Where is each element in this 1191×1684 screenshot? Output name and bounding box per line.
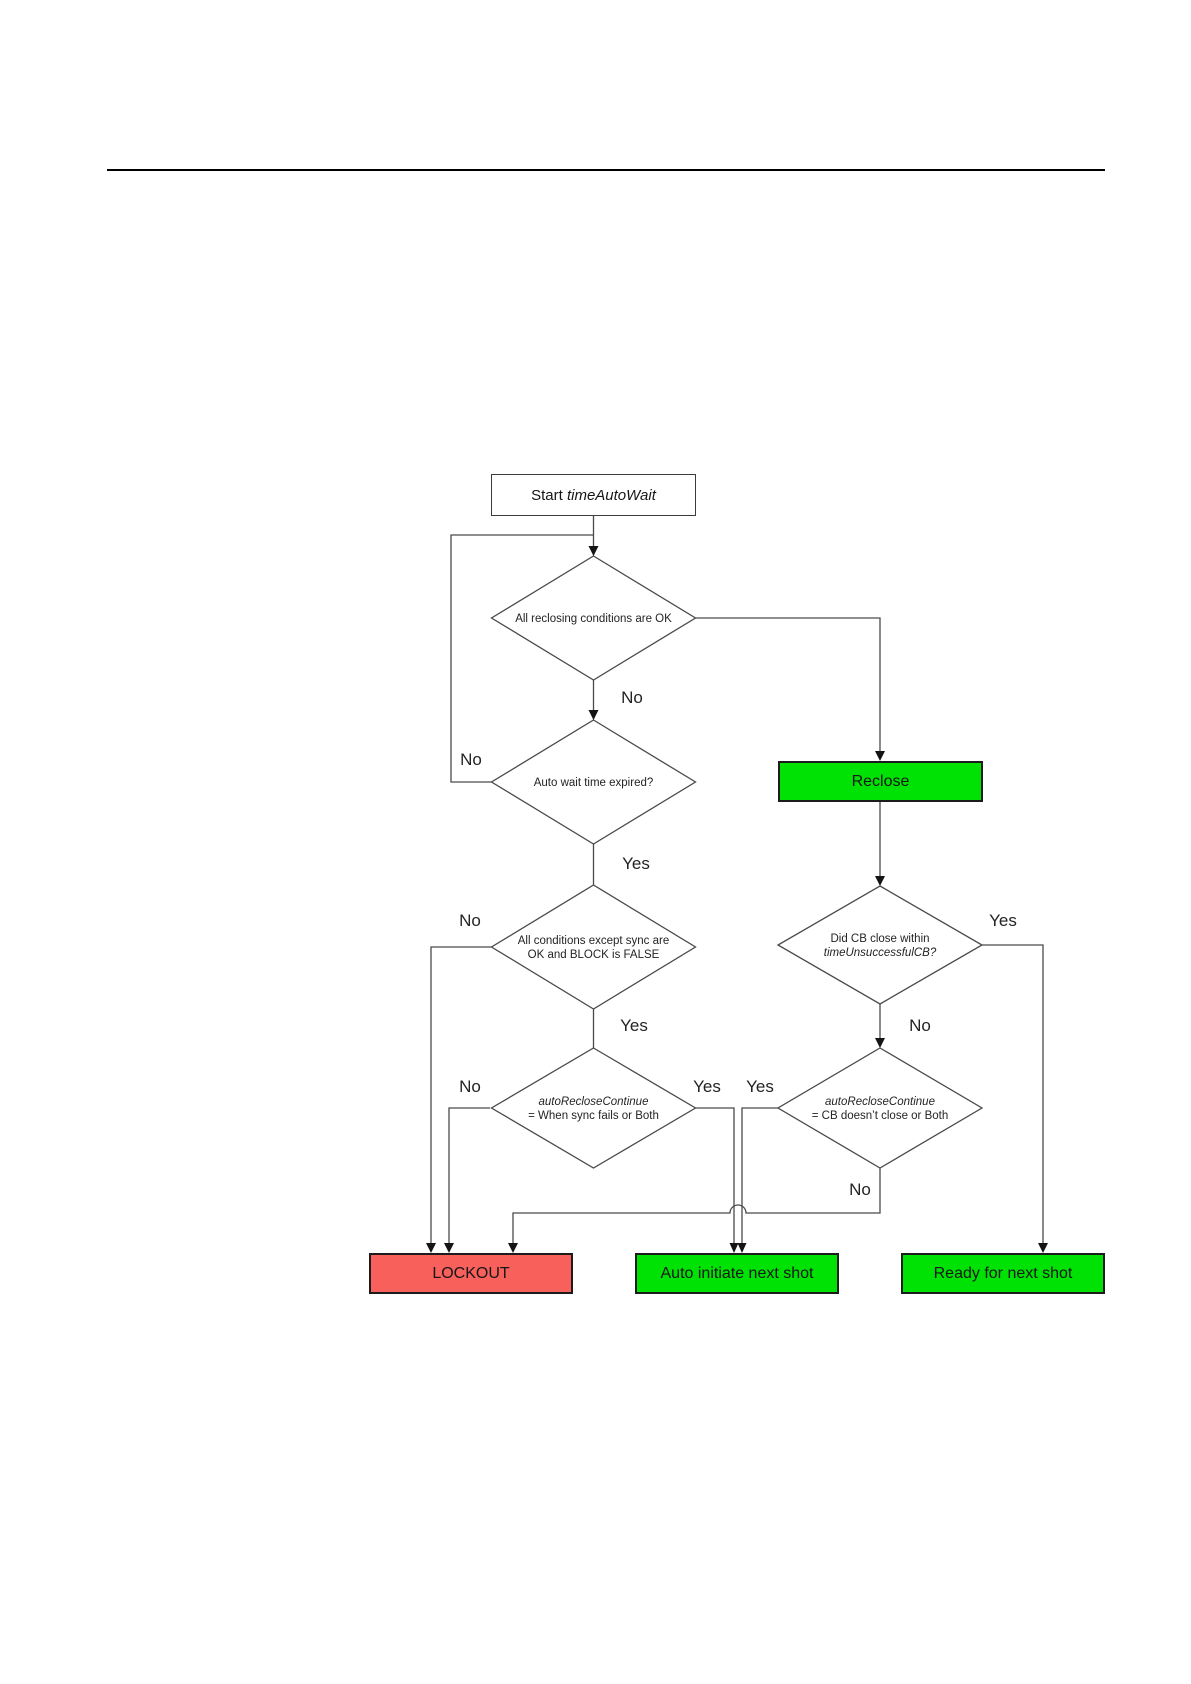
header-rule (107, 169, 1105, 171)
ready-box-label: Ready for next shot (933, 1264, 1073, 1282)
label-d2-no: No (460, 750, 482, 769)
edge-d5-yes-to-ready (982, 944, 1044, 1251)
ready-box: Ready for next shot (901, 1253, 1105, 1294)
label-d6-no: No (849, 1180, 871, 1199)
reclose-box-label: Reclose (851, 772, 910, 790)
label-d3-yes: Yes (620, 1016, 648, 1035)
decision-conditions-sync-text: All conditions except sync are OK and BL… (517, 935, 670, 961)
decision-cb-closed-text: Did CB close within timeUnsuccessfulCB? (823, 933, 937, 959)
label-d2-yes: Yes (622, 854, 650, 873)
edge-d2-no-loop (450, 534, 594, 783)
label-d1-no: No (621, 688, 643, 707)
lockout-box: LOCKOUT (369, 1253, 573, 1294)
label-d5-yes: Yes (989, 911, 1017, 930)
reclose-box: Reclose (778, 761, 983, 802)
lockout-box-label: LOCKOUT (432, 1264, 510, 1282)
label-d4-yes: Yes (693, 1077, 721, 1096)
decision-reclosing-ok-shape (490, 555, 697, 681)
label-d6-yes: Yes (746, 1077, 774, 1096)
start-box: Start timeAutoWait (491, 474, 696, 516)
decision-continue-sync-text: autoRecloseContinue = When sync fails or… (528, 1096, 659, 1122)
decision-continue-cb-text: autoRecloseContinue = CB doesn’t close o… (811, 1096, 949, 1122)
decision-wait-expired-text: Auto wait time expired? (533, 777, 654, 789)
decision-reclosing-ok-text: All reclosing conditions are OK (515, 613, 672, 625)
decision-continue-sync-shape (490, 1047, 697, 1169)
label-d3-no: No (459, 911, 481, 930)
label-d5-no: No (909, 1016, 931, 1035)
label-d4-no: No (459, 1077, 481, 1096)
auto-initiate-box: Auto initiate next shot (635, 1253, 839, 1294)
start-box-label: Start (531, 486, 563, 504)
decision-continue-cb-shape (776, 1047, 984, 1169)
arrowheads (426, 546, 1048, 1253)
decision-conditions-sync-shape (490, 884, 697, 1010)
auto-initiate-box-label: Auto initiate next shot (660, 1264, 814, 1282)
edge-d1-yes-to-reclose (695, 617, 881, 759)
start-box-variable: timeAutoWait (566, 486, 656, 504)
decision-cb-closed-shape (776, 885, 984, 1005)
edge-d6-no-to-lockout (512, 1168, 881, 1251)
edge-d6-yes-to-auto (741, 1107, 778, 1251)
edge-d4-no-to-lockout (448, 1107, 490, 1251)
edge-d3-no-to-lockout (430, 946, 492, 1251)
edge-d4-yes-to-auto (695, 1107, 735, 1251)
decision-wait-expired-shape (490, 719, 697, 845)
